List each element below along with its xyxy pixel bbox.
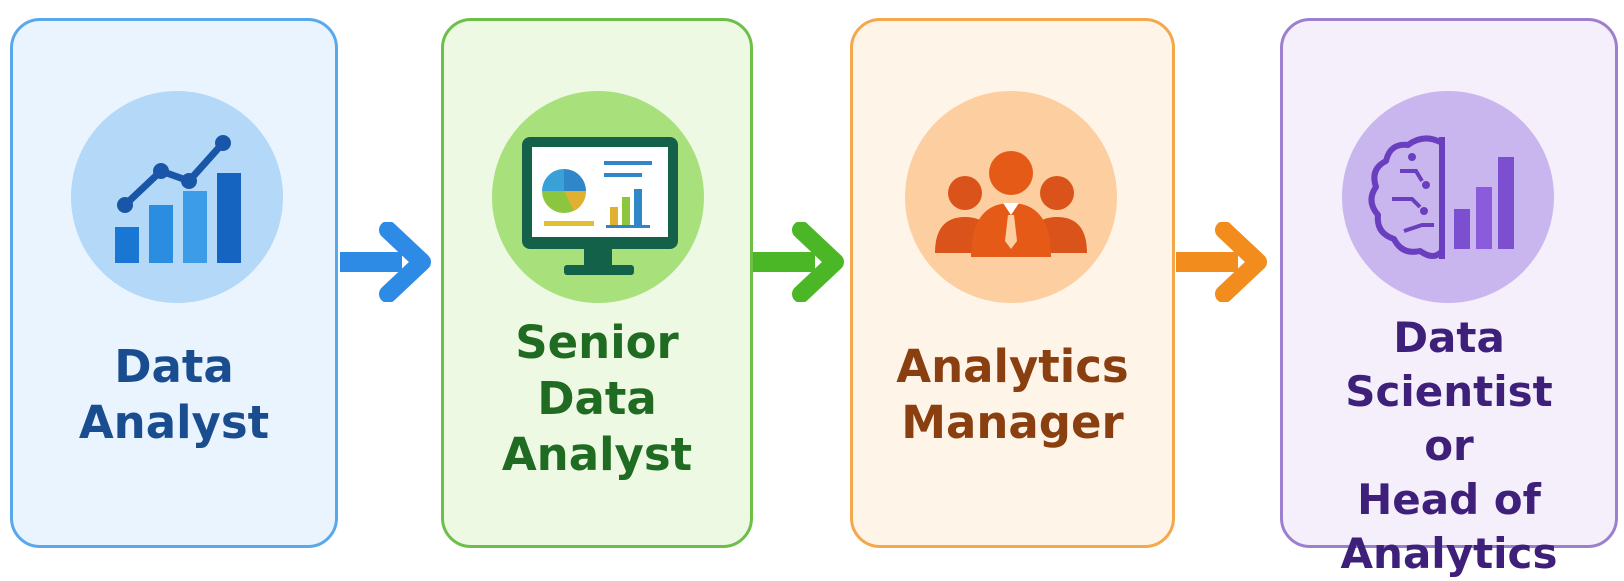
step-title-line: Data (537, 372, 657, 425)
step-title: Senior Data Analyst (444, 315, 750, 483)
icon-badge (905, 91, 1117, 303)
step-title-line: Analytics (896, 340, 1129, 393)
step-title-line: Senior (515, 316, 679, 369)
icon-badge (492, 91, 704, 303)
arrow-right-icon (753, 221, 853, 303)
arrow-right-icon (340, 221, 440, 303)
step-card-analytics-manager: Analytics Manager (850, 18, 1175, 548)
step-title-line: Analytics (1340, 529, 1558, 578)
icon-badge (1342, 91, 1554, 303)
step-card-data-scientist-head-of-analytics: Data Scientist or Head of Analytics (1280, 18, 1618, 578)
step-title-line: Analyst (78, 396, 270, 449)
step-title-line: Data Scientist (1345, 313, 1553, 416)
step-title-line: Data (114, 340, 234, 393)
step-title-line: Manager (901, 396, 1124, 449)
arrow-right-icon (1176, 221, 1276, 303)
step-title: Analytics Manager (853, 339, 1172, 451)
ai-brain-chart-icon (1368, 135, 1514, 259)
step-title: Data Analyst (13, 339, 335, 451)
step-title-line: Analyst (501, 428, 693, 481)
line-bar-chart-icon (115, 135, 241, 263)
step-title-line: or (1424, 421, 1474, 470)
icon-badge (71, 91, 283, 303)
dashboard-monitor-icon (522, 137, 678, 275)
step-title-line: Head of (1357, 475, 1541, 524)
team-leader-icon (935, 151, 1087, 257)
step-card-senior-data-analyst: Senior Data Analyst (441, 18, 753, 548)
step-card-data-analyst: Data Analyst (10, 18, 338, 548)
step-title: Data Scientist or Head of Analytics (1283, 311, 1615, 581)
